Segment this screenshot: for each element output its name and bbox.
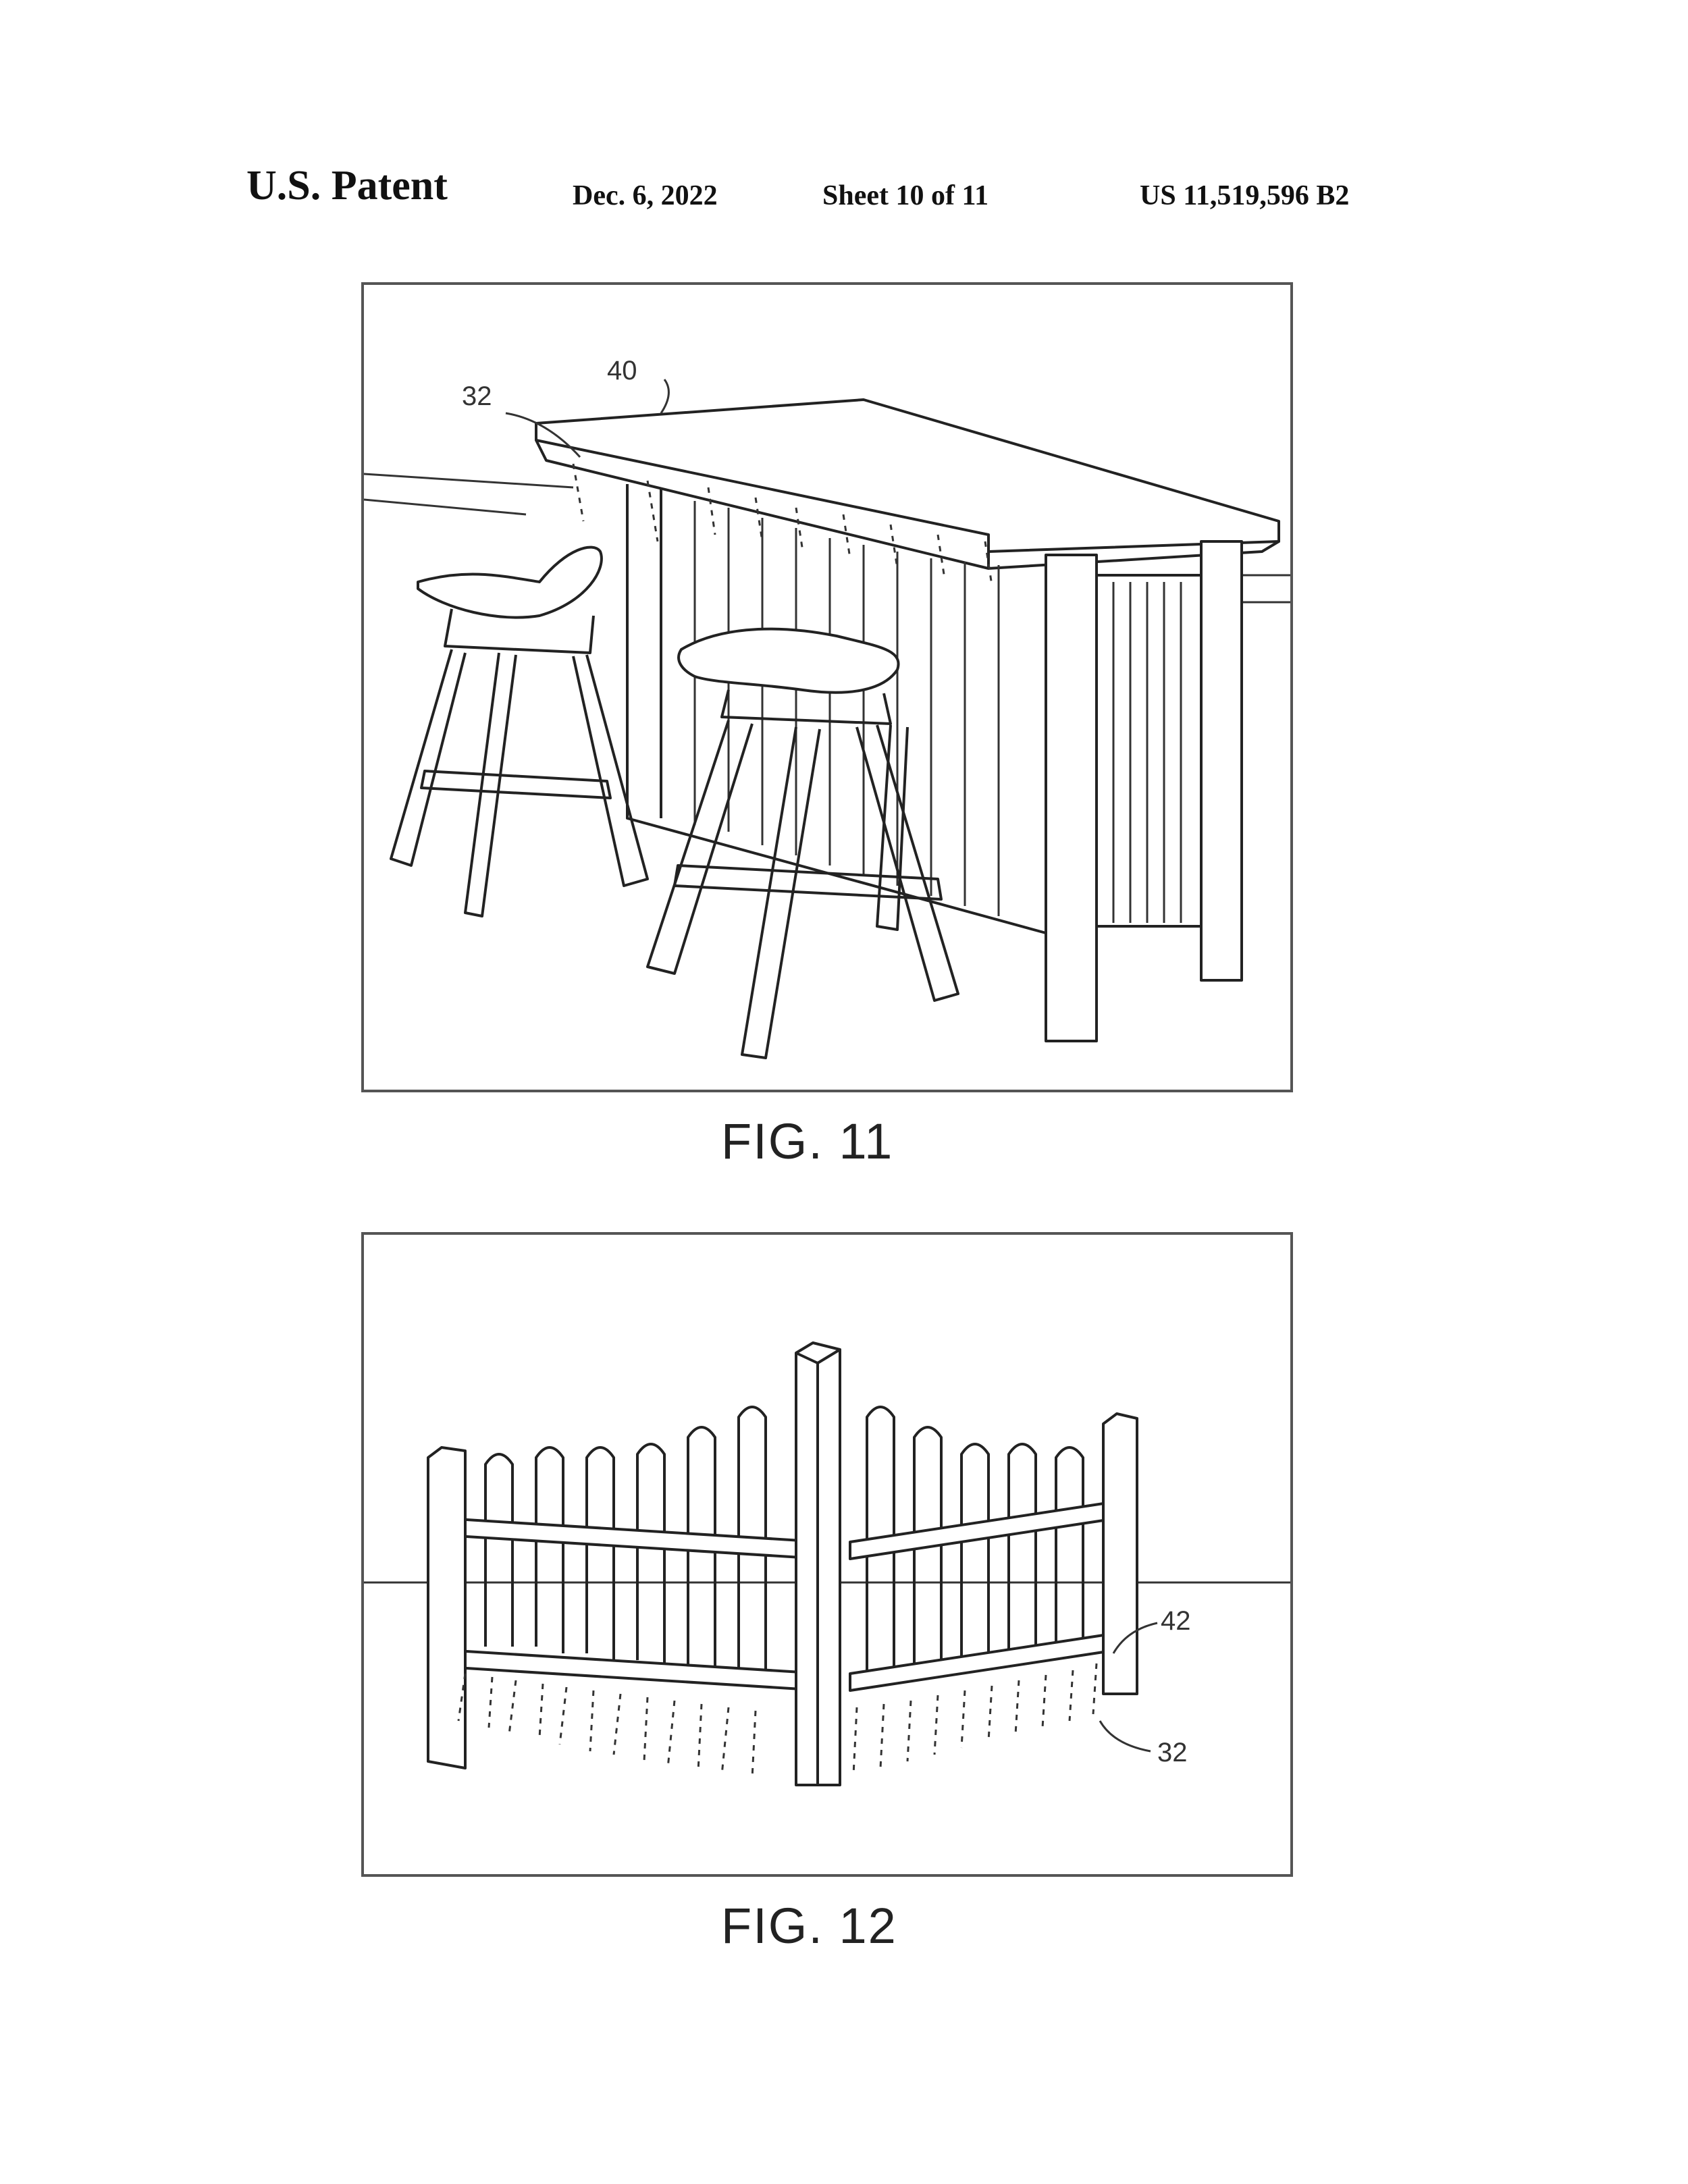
sheet-number: Sheet 10 of 11 [822, 180, 989, 211]
patent-title: U.S. Patent [246, 163, 448, 209]
ref-32: 32 [462, 381, 492, 411]
ref-32-fig12: 32 [1157, 1738, 1188, 1767]
figure-11-drawing: 40 32 [364, 356, 1290, 1059]
figure-11-label: FIG. 11 [721, 1113, 894, 1169]
figure-12-label: FIG. 12 [721, 1898, 897, 1954]
figure-12-frame: 42 32 [361, 1232, 1293, 1877]
ref-42: 42 [1161, 1606, 1191, 1636]
figure-12-drawing: 42 32 [364, 1341, 1290, 1786]
figure-11-frame: 40 32 [361, 282, 1293, 1092]
ref-40: 40 [607, 356, 637, 385]
patent-date: Dec. 6, 2022 [573, 180, 718, 211]
patent-number: US 11,519,596 B2 [1140, 180, 1350, 211]
